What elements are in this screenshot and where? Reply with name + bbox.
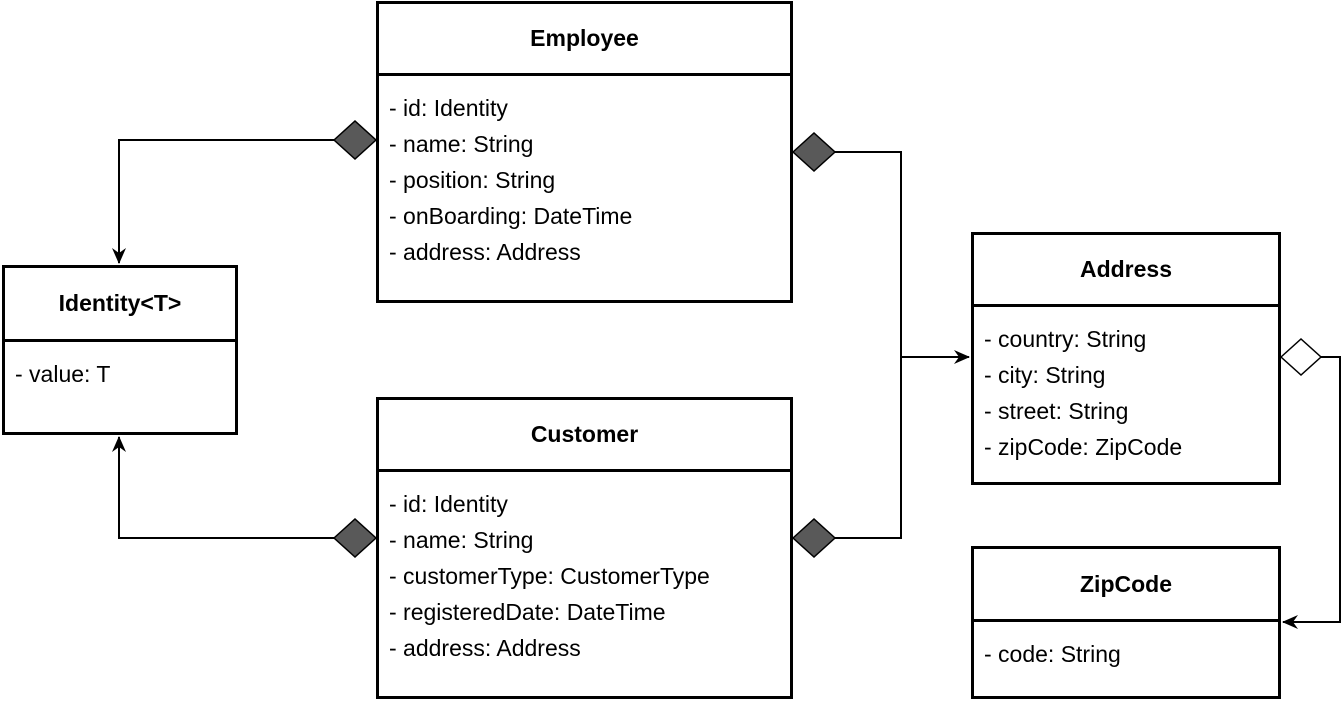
class-attributes: - id: Identity - name: String - position… xyxy=(379,76,790,270)
attribute: - id: Identity xyxy=(389,491,508,517)
employee-identity-composition-diamond xyxy=(332,119,378,161)
class-employee: Employee - id: Identity - name: String -… xyxy=(376,1,793,303)
class-name: Address xyxy=(974,235,1278,307)
class-name: ZipCode xyxy=(974,549,1278,622)
attribute: - name: String xyxy=(389,527,534,553)
class-attributes: - value: T xyxy=(5,342,235,392)
customer-address-composition-diamond xyxy=(791,517,837,559)
attribute: - city: String xyxy=(984,362,1106,388)
attribute: - address: Address xyxy=(389,239,581,265)
class-address: Address - country: String - city: String… xyxy=(971,232,1281,485)
class-identity: Identity<T> - value: T xyxy=(2,265,238,435)
attribute: - street: String xyxy=(984,398,1129,424)
class-attributes: - country: String - city: String - stree… xyxy=(974,307,1278,465)
employee-address-connector xyxy=(835,151,902,357)
attribute: - address: Address xyxy=(389,635,581,661)
attribute: - onBoarding: DateTime xyxy=(389,203,633,229)
attribute: - zipCode: ZipCode xyxy=(984,434,1183,460)
class-name: Customer xyxy=(379,400,790,472)
class-customer: Customer - id: Identity - name: String -… xyxy=(376,397,793,699)
customer-identity-composition-diamond xyxy=(332,517,378,559)
attribute: - code: String xyxy=(984,641,1121,667)
employee-identity-connector xyxy=(112,139,334,264)
attribute: - registeredDate: DateTime xyxy=(389,599,666,625)
attribute: - name: String xyxy=(389,131,534,157)
attribute: - id: Identity xyxy=(389,95,508,121)
customer-address-connector xyxy=(835,357,902,539)
class-attributes: - id: Identity - name: String - customer… xyxy=(379,472,790,666)
class-attributes: - code: String xyxy=(974,622,1278,672)
attribute: - position: String xyxy=(389,167,556,193)
class-name: Employee xyxy=(379,4,790,76)
employee-address-composition-diamond xyxy=(791,131,837,173)
customer-identity-connector xyxy=(112,436,334,539)
attribute: - country: String xyxy=(984,326,1147,352)
class-name: Identity<T> xyxy=(5,268,235,342)
address-zipcode-aggregation-diamond xyxy=(1279,337,1323,377)
class-zipcode: ZipCode - code: String xyxy=(971,546,1281,699)
attribute: - value: T xyxy=(15,361,111,387)
attribute: - customerType: CustomerType xyxy=(389,563,710,589)
address-zipcode-connector xyxy=(1282,356,1341,629)
